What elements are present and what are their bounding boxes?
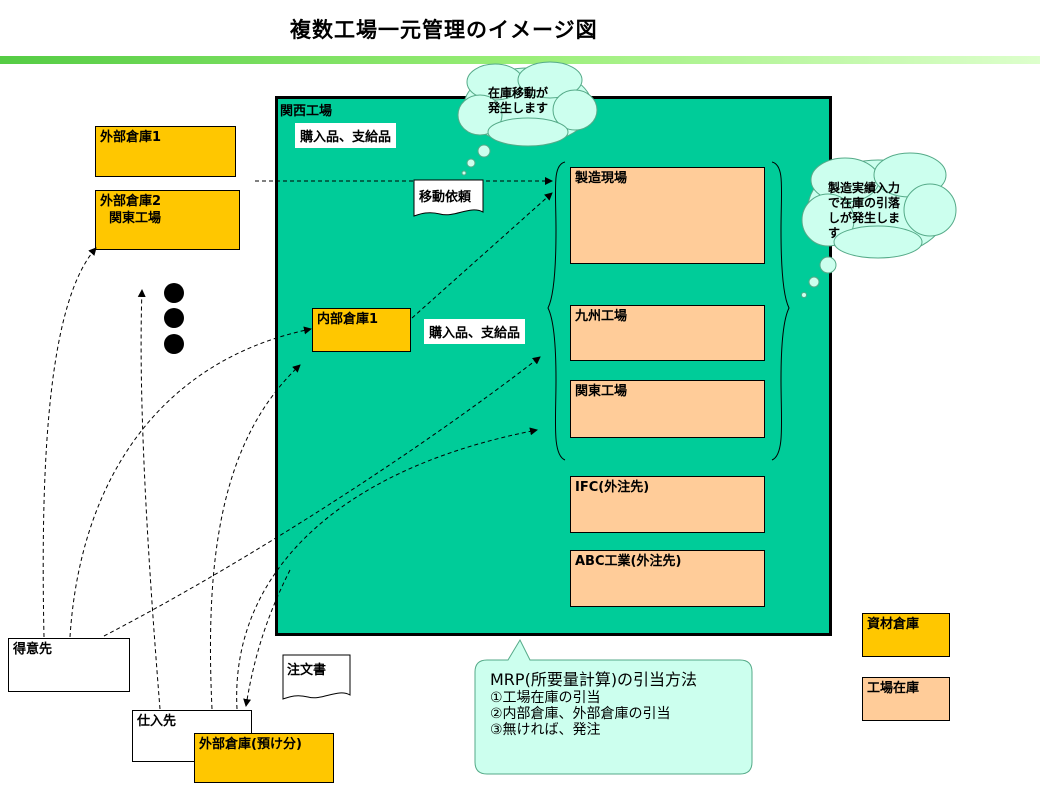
cloud-move-note-text: 在庫移動が 発生します bbox=[488, 86, 549, 115]
mrp-note-title: MRP(所要量計算)の引当方法 bbox=[490, 670, 698, 689]
mrp-note: MRP(所要量計算)の引当方法 ①工場在庫の引当 ②内部倉庫、外部倉庫の引当 ③… bbox=[490, 670, 697, 738]
order-label: 注文書 bbox=[287, 663, 327, 678]
external-warehouse-consigned[interactable]: 外部倉庫(預け分) bbox=[194, 733, 334, 783]
kyushu-factory[interactable]: 九州工場 bbox=[570, 305, 765, 361]
ellipsis-dot-3 bbox=[164, 334, 184, 354]
arrow-supplier-up bbox=[137, 289, 161, 710]
ellipsis-dot-2 bbox=[164, 308, 184, 328]
purchase-supply-label-top: 購入品、支給品 bbox=[295, 123, 397, 148]
kansai-factory-label: 関西工場 bbox=[280, 104, 333, 119]
external-warehouse-2-kanto[interactable]: 外部倉庫2 関東工場 bbox=[95, 190, 240, 250]
internal-warehouse-1[interactable]: 内部倉庫1 bbox=[312, 308, 411, 352]
purchase-supply-label-mid: 購入品、支給品 bbox=[424, 319, 526, 344]
cloud-withdraw-note-text: 製造実績入力 で在庫の引落 しが発生しま す bbox=[828, 181, 901, 240]
legend-material-warehouse: 資材倉庫 bbox=[862, 613, 950, 657]
page-title: 複数工場一元管理のイメージ図 bbox=[290, 18, 598, 42]
mrp-note-line-3: ③無ければ、発注 bbox=[490, 722, 601, 738]
abc-industry-subcontractor[interactable]: ABC工業(外注先) bbox=[570, 550, 765, 607]
mrp-note-line-1: ①工場在庫の引当 bbox=[490, 690, 601, 706]
legend-factory-stock: 工場在庫 bbox=[862, 677, 950, 721]
kanto-factory[interactable]: 関東工場 bbox=[570, 380, 765, 438]
mrp-note-line-2: ②内部倉庫、外部倉庫の引当 bbox=[490, 706, 671, 722]
arrow-customer-to-ext2 bbox=[42, 247, 97, 638]
ifc-subcontractor[interactable]: IFC(外注先) bbox=[570, 476, 765, 533]
manufacturing-site[interactable]: 製造現場 bbox=[570, 167, 765, 264]
customer-box[interactable]: 得意先 bbox=[8, 638, 130, 692]
title-underline-bar bbox=[0, 56, 1040, 64]
move-request-label: 移動依頼 bbox=[419, 190, 472, 205]
external-warehouse-1[interactable]: 外部倉庫1 bbox=[95, 126, 236, 177]
ellipsis-dot-1 bbox=[164, 283, 184, 303]
